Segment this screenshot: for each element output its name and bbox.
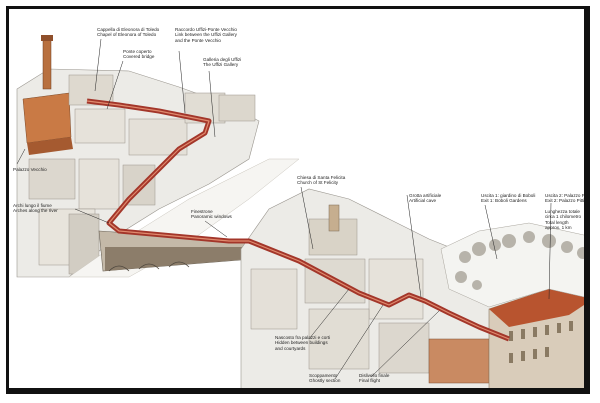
label-palazzo-vecchio: Palazzo Vecchio — [13, 167, 47, 172]
label-nascosto: Nascosto fra palazzi e corti Hidden betw… — [275, 335, 330, 351]
label-lunghezza: Lunghezza totale circa 1 chilometro Tota… — [545, 209, 581, 231]
label-line: Total length — [545, 219, 569, 225]
leader-lines — [16, 38, 552, 380]
label-line: Palazzo Vecchio — [13, 167, 47, 172]
label-archi: Archi lungo il fiume Arches along the ri… — [13, 203, 58, 214]
label-line: Panoramic windows — [191, 214, 232, 220]
label-line: Ponte coperto — [123, 49, 152, 54]
label-line: approx. 1 km — [545, 225, 572, 231]
label-line: Exit 1: Boboli Gardens — [481, 198, 527, 204]
label-cappella: Cappella di Eleonora di Toledo Chapel of… — [97, 27, 159, 38]
label-ponte-coperto: Ponte coperto Covered bridge — [123, 49, 154, 60]
label-line: and courtyards — [275, 345, 306, 351]
label-line: Lunghezza totale — [545, 209, 580, 214]
label-line: Chiesa di Santa Felicita — [297, 175, 346, 180]
label-line: Uscita 1: giardino di Boboli — [481, 193, 536, 198]
label-line: Final flight — [359, 378, 380, 384]
label-line: Archi lungo il fiume — [13, 203, 52, 208]
label-uscita2: Uscita 2: Palazzo Pitti Exit 2: Palazzo … — [545, 193, 590, 204]
label-line: Exit 2: Palazzo Pitti — [545, 198, 585, 204]
label-line: Scoppamento — [309, 373, 338, 378]
label-line: Nascosto fra palazzi e corti — [275, 335, 331, 340]
label-grotta: Grotta artificiale Artificial cave — [409, 193, 441, 204]
label-line: and the Ponte Vecchio — [175, 37, 221, 43]
label-finestrone: Finestrone Panoramic windows — [191, 209, 232, 220]
label-line: Ghostly section — [309, 378, 341, 384]
label-line: Link between the Uffizi Gallery — [175, 32, 237, 38]
label-line: Cappella di Eleonora di Toledo — [97, 27, 160, 32]
oltrarno-district — [240, 188, 584, 388]
label-line: Galleria degli Uffizi — [203, 57, 242, 62]
label-line: Chapel of Eleonora of Toledo — [97, 32, 157, 38]
label-line: Uscita 2: Palazzo Pitti — [545, 193, 590, 198]
label-line: Dislivello finale — [359, 373, 390, 378]
label-line: Hidden between buildings — [275, 340, 328, 346]
label-line: Arches along the river — [13, 208, 58, 214]
label-line: Church of St Felicity — [297, 180, 339, 186]
label-line: Finestrone — [191, 209, 213, 214]
label-line: The Uffizi Gallery — [203, 62, 239, 68]
label-dislivello: Dislivello finale Final flight — [359, 373, 389, 384]
label-galleria: Galleria degli Uffizi The Uffizi Gallery — [203, 57, 241, 68]
label-chiesa: Chiesa di Santa Felicita Church of St Fe… — [297, 175, 345, 186]
vasari-corridor-illustration — [16, 35, 584, 388]
label-scoppamento: Scoppamento Ghostly section — [309, 373, 340, 384]
label-raccordo: Raccordo Uffizi-Ponte Vecchio Link betwe… — [175, 27, 237, 43]
label-line: Grotta artificiale — [409, 193, 442, 198]
label-line: Raccordo Uffizi-Ponte Vecchio — [175, 27, 237, 32]
diagram-frame: Cappella di Eleonora di Toledo Chapel of… — [6, 6, 590, 394]
label-line: circa 1 chilometro — [545, 214, 581, 220]
label-line: Artificial cave — [409, 198, 437, 204]
label-uscita1: Uscita 1: giardino di Boboli Exit 1: Bob… — [481, 193, 535, 204]
label-line: Covered bridge — [123, 54, 155, 60]
